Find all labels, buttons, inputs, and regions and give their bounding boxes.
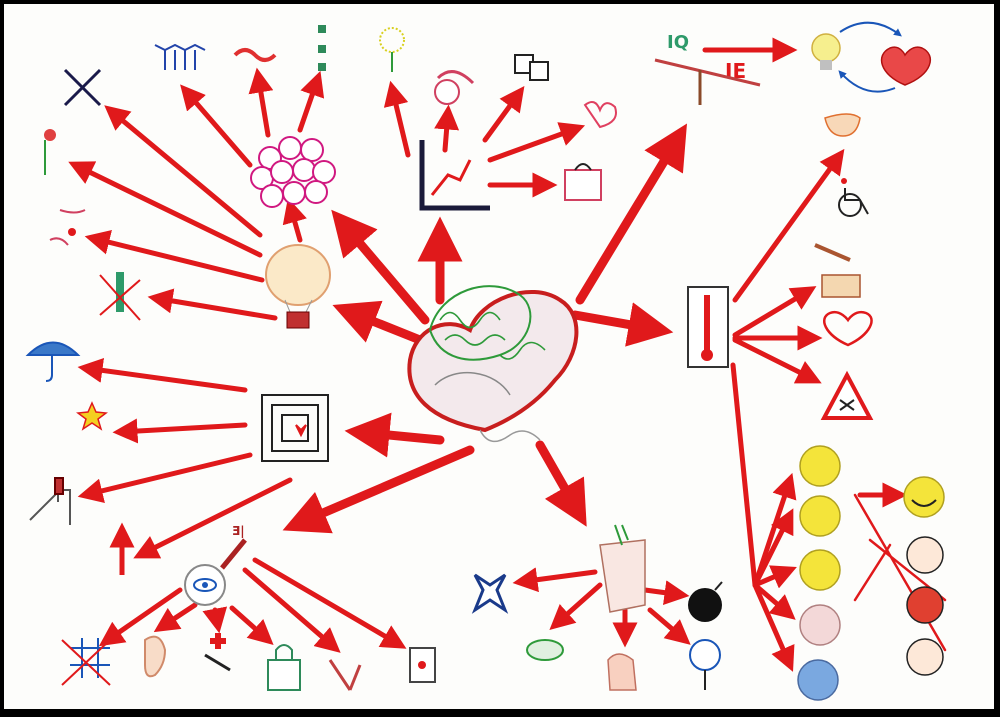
people-circles-icon xyxy=(250,136,336,208)
speech-hearts-icon xyxy=(583,100,617,129)
ear-icon xyxy=(144,635,167,678)
mind-map-sheet: IQ IE xyxy=(4,4,994,709)
broken-pencils-icon xyxy=(328,659,362,691)
gavel-icon xyxy=(814,243,861,298)
star-hand-icon xyxy=(76,401,108,431)
smiley-hat-icon xyxy=(434,70,475,105)
arrow-bomb xyxy=(642,580,690,606)
emoji-angry-icon xyxy=(906,586,944,624)
emoji-column-icon xyxy=(797,445,841,701)
arrow-fan xyxy=(647,607,691,645)
branch-to-balloon xyxy=(331,209,430,325)
arrow-gavel xyxy=(732,286,817,338)
magnifier-eye-icon xyxy=(184,538,247,606)
arrow-egg xyxy=(732,148,845,303)
letters-icon xyxy=(318,25,326,71)
seesaw-icon: IQ IE xyxy=(654,32,761,105)
crossed-pole-icon xyxy=(99,272,141,321)
arrow-dice xyxy=(482,85,525,143)
arrow-dancers xyxy=(180,84,253,168)
arrow-wave xyxy=(248,67,274,138)
arrow-star xyxy=(112,418,248,444)
branch-to-maze xyxy=(344,412,445,458)
emoji-tongue-icon xyxy=(906,638,944,676)
flowers-icon xyxy=(44,129,56,175)
mind-map-canvas: IQ IE xyxy=(25,21,947,701)
compass-cross-icon xyxy=(63,68,102,107)
iq-label: IQ xyxy=(667,32,689,53)
cycle-arrow-top xyxy=(839,21,902,37)
thermometer-icon xyxy=(687,286,729,368)
maze-icon xyxy=(261,394,329,462)
arrow-medic xyxy=(202,606,228,634)
mirror-label: Ǝ| xyxy=(232,524,245,538)
handbag-icon xyxy=(564,163,602,201)
scroll-person-icon xyxy=(599,524,646,613)
arrow-lizard xyxy=(549,582,603,630)
fan-icon xyxy=(689,639,721,690)
arrow-pole xyxy=(147,288,278,321)
sub-branches xyxy=(68,37,908,653)
emoji-happy-icon xyxy=(903,476,945,518)
arrow-tictactoe xyxy=(98,587,183,647)
heart-bags-icon xyxy=(880,46,932,86)
tictactoe-icon xyxy=(61,638,111,686)
hand-cap-icon xyxy=(607,653,637,691)
branch-to-scroll xyxy=(535,440,587,527)
graph-l-icon xyxy=(419,140,490,211)
medic-icon xyxy=(204,633,231,672)
lightbulb-icon xyxy=(811,33,841,70)
arrow-lock xyxy=(229,605,274,645)
sparkler-icon xyxy=(379,27,405,72)
arrow-triangle xyxy=(732,337,822,384)
dancers-icon xyxy=(154,43,206,70)
dice-icon xyxy=(514,54,549,81)
wave-icon xyxy=(233,48,277,62)
card-icon xyxy=(409,647,436,683)
arrow-compass xyxy=(104,105,263,238)
arrow-letters xyxy=(297,70,325,133)
hand-heart-icon xyxy=(49,209,86,246)
starfish-icon xyxy=(471,573,509,614)
slide-icon xyxy=(29,477,71,525)
bomb-icon xyxy=(688,581,723,622)
heart-brain-icon xyxy=(407,285,579,443)
arrow-hearts xyxy=(487,122,586,163)
branch-to-seesaw xyxy=(575,123,687,305)
arrow-hatface xyxy=(434,104,460,153)
arrow-pencils xyxy=(242,567,341,653)
wheelchair-icon xyxy=(838,178,869,217)
arrow-card xyxy=(252,557,407,649)
main-branches xyxy=(282,123,687,534)
arrow-people xyxy=(282,197,307,243)
cracked-egg-icon xyxy=(824,113,861,137)
branch-to-magnifier xyxy=(282,445,475,534)
arrow-sparkler xyxy=(383,80,411,158)
arrow-ear xyxy=(153,602,198,633)
branch-to-mid-left xyxy=(332,300,425,345)
arrow-handheart xyxy=(84,230,265,283)
warning-triangle-icon xyxy=(820,370,874,420)
umbrella-icon xyxy=(25,341,81,382)
arrow-updown xyxy=(133,477,293,559)
balloon-icon xyxy=(265,244,331,329)
arrow-starfish xyxy=(512,567,598,593)
hand-heart-outline-icon xyxy=(823,310,873,347)
padlock-icon xyxy=(267,644,301,691)
arrow-umbrella xyxy=(77,358,248,393)
arrow-flowers xyxy=(68,161,263,258)
arrow-slide xyxy=(77,452,253,504)
branch-to-thermometer xyxy=(570,302,674,347)
lizard-icon xyxy=(526,639,564,661)
thermo-to-emojis xyxy=(730,362,947,672)
cycle-arrow-bottom xyxy=(838,70,896,93)
emoji-sad-icon xyxy=(906,536,944,574)
